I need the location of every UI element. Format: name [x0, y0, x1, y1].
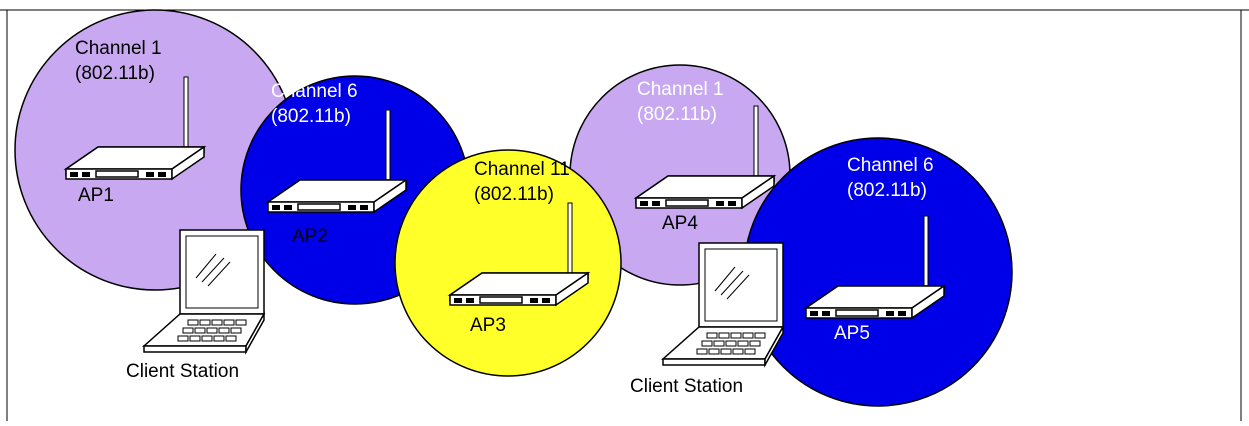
standard-label: (802.11b) — [847, 180, 927, 201]
channel-label: Channel 1 — [75, 38, 162, 59]
cell-label-ap5: Channel 6 (802.11b) — [847, 155, 934, 201]
access-point-ap5: AP5 — [805, 215, 945, 344]
client-label: Client Station — [126, 361, 239, 382]
client-label: Client Station — [630, 376, 743, 397]
cell-label-ap1: Channel 1 (802.11b) — [75, 38, 162, 84]
ap-label: AP3 — [470, 315, 506, 336]
coverage-area-ap3 — [394, 149, 622, 377]
client-station-2: Client Station — [630, 242, 784, 397]
ap-label: AP2 — [292, 226, 328, 247]
coverage-area-ap5 — [743, 137, 1013, 407]
access-point-ap1: AP1 — [65, 76, 205, 206]
channel-label: Channel 11 — [474, 159, 570, 180]
channel-label: Channel 6 — [271, 81, 358, 102]
standard-label: (802.11b) — [637, 104, 717, 125]
client-station-1: Client Station — [126, 229, 265, 382]
channel-label: Channel 1 — [637, 79, 724, 100]
cell-label-ap2: Channel 6 (802.11b) — [271, 81, 358, 127]
channel-label: Channel 6 — [847, 155, 934, 176]
cell-label-ap3: Channel 11 (802.11b) — [474, 159, 570, 205]
access-point-ap4: AP4 — [635, 105, 775, 234]
ap-label: AP1 — [78, 185, 114, 206]
cell-label-ap4: Channel 1 (802.11b) — [637, 79, 724, 125]
standard-label: (802.11b) — [75, 63, 155, 84]
access-point-ap2: AP2 — [267, 109, 407, 247]
ap-label: AP4 — [662, 213, 698, 234]
standard-label: (802.11b) — [474, 184, 554, 205]
access-point-ap3: AP3 — [449, 202, 589, 336]
ap-label: AP5 — [834, 323, 870, 344]
standard-label: (802.11b) — [271, 106, 351, 127]
